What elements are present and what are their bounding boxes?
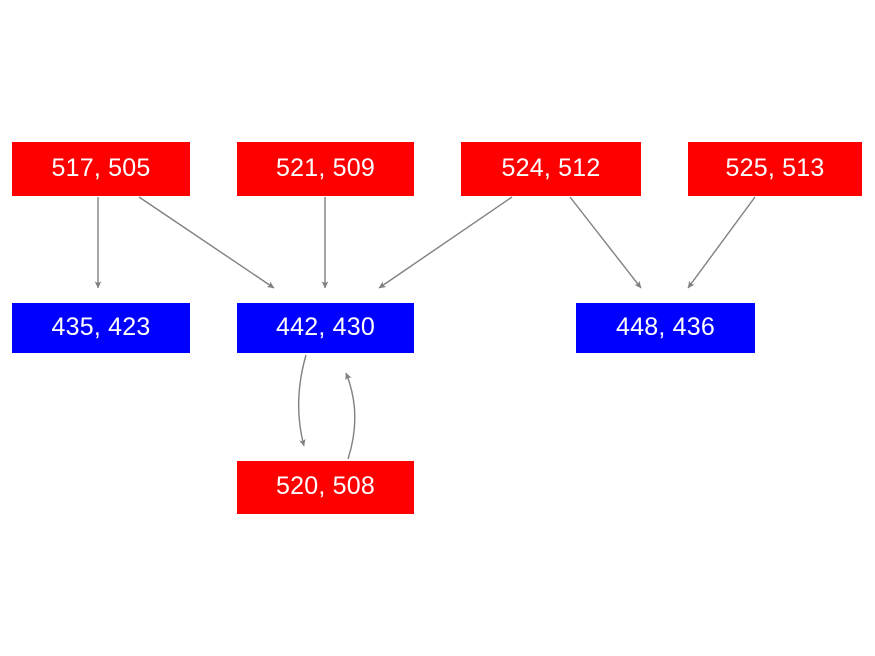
node-label: 442, 430 [276,312,375,341]
node-521-509[interactable]: 521, 509 [237,142,414,196]
node-label: 525, 513 [725,153,825,182]
node-label: 521, 509 [276,153,375,182]
edge-524-to-448 [569,196,642,289]
node-442-430[interactable]: 442, 430 [237,303,414,353]
node-label: 448, 436 [616,312,715,341]
node-label: 435, 423 [51,312,151,341]
node-label: 524, 512 [501,153,601,182]
node-520-508[interactable]: 520, 508 [237,461,414,514]
edge-442-to-520 [297,354,307,447]
edge-525-to-448 [687,196,756,289]
node-517-505[interactable]: 517, 505 [12,142,190,196]
node-435-423[interactable]: 435, 423 [12,303,190,353]
node-label: 517, 505 [51,153,151,182]
node-label: 520, 508 [276,472,375,500]
edge-520-to-442 [345,372,356,460]
edge-524-to-442 [378,196,513,289]
edge-517-to-442 [138,196,275,289]
node-525-513[interactable]: 525, 513 [688,142,862,196]
node-524-512[interactable]: 524, 512 [461,142,641,196]
node-448-436[interactable]: 448, 436 [576,303,755,353]
